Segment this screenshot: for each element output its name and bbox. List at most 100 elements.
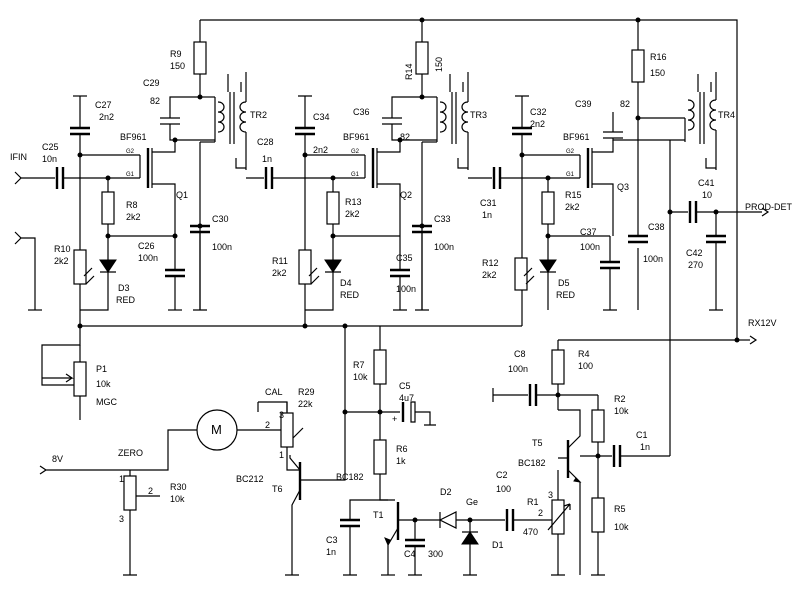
c28-ref: C28 [257, 137, 274, 147]
c5-ref: C5 [399, 381, 411, 391]
r11-value: 2k2 [272, 268, 287, 278]
c30-value: 100n [212, 242, 232, 252]
r15-value: 2k2 [565, 202, 580, 212]
r29-name: CAL [265, 387, 283, 397]
c30-ref: C30 [212, 214, 229, 224]
net-prod-det: PROD-DET [745, 202, 793, 212]
r12-value: 2k2 [482, 270, 497, 280]
r7-ref: R7 [353, 360, 365, 370]
c38-ref: C38 [648, 222, 665, 232]
r4-ref: R4 [578, 349, 590, 359]
t6-type: BC212 [236, 474, 264, 484]
c8-ref: C8 [514, 349, 526, 359]
r7-value: 10k [353, 372, 368, 382]
net-ifin: IFIN [10, 152, 27, 162]
r13-value: 2k2 [345, 209, 360, 219]
R1-body [551, 499, 565, 535]
R4-body [551, 349, 565, 385]
c41-value: 10 [702, 190, 712, 200]
r1-value: 470 [523, 527, 538, 537]
p1-ref: P1 [96, 364, 107, 374]
d2-value: Ge [466, 497, 478, 507]
c39-ref: C39 [575, 99, 592, 109]
r2-value: 10k [614, 406, 629, 416]
r12-ref: R12 [482, 258, 499, 268]
r30-ref: R30 [170, 482, 187, 492]
r1-ref: R1 [527, 497, 539, 507]
c28-value: 1n [262, 154, 272, 164]
c36-ref: C36 [353, 107, 370, 117]
c35-ref: C35 [396, 253, 413, 263]
d5-ref: D5 [558, 278, 570, 288]
R6-body [373, 439, 387, 475]
tr2-ref: TR2 [250, 110, 267, 120]
c2-value: 100 [496, 484, 511, 494]
R10-body [73, 249, 87, 285]
tr4-ref: TR4 [718, 110, 735, 120]
meter-circuit [39, 326, 740, 576]
q3-g1-pin: G1 [566, 172, 575, 178]
net-rx12v: RX12V [748, 318, 777, 328]
c33-value: 100n [434, 242, 454, 252]
c26-ref: C26 [138, 241, 155, 251]
t6-ref: T6 [272, 484, 283, 494]
r9-ref: R9 [170, 49, 182, 59]
q3-g2-pin: G2 [566, 149, 575, 155]
t5-type: BC182 [518, 458, 546, 468]
R5-body [591, 497, 605, 533]
r1-pin-3: 3 [548, 490, 553, 500]
r30-name: ZERO [118, 448, 143, 458]
R11-body [298, 249, 312, 285]
p1-value: 10k [96, 379, 111, 389]
r29-pin-1: 1 [279, 450, 284, 460]
c8-value: 100n [508, 364, 528, 374]
q2-ref: Q2 [400, 190, 412, 200]
R9-body [193, 41, 207, 75]
r30-pin-2: 2 [148, 486, 153, 496]
R7-body [373, 349, 387, 385]
net-8v: 8V [52, 454, 63, 464]
r6-ref: R6 [396, 444, 408, 454]
c1-value: 1n [640, 442, 650, 452]
c37-value: 100n [580, 242, 600, 252]
R15-body [541, 191, 555, 225]
c36-value: 82 [400, 132, 410, 142]
t1-ref: T1 [373, 510, 384, 520]
r29-pin-2: 2 [265, 420, 270, 430]
q1-ref: Q1 [176, 190, 188, 200]
c25-value: 10n [42, 154, 57, 164]
R13-body [326, 191, 340, 225]
q2-type: BF961 [343, 132, 370, 142]
r29-pin-3: 3 [279, 410, 284, 420]
c3-ref: C3 [326, 535, 338, 545]
c35-value: 100n [396, 284, 416, 294]
c31-ref: C31 [480, 198, 497, 208]
q1-type: BF961 [120, 132, 147, 142]
R12-body [514, 257, 528, 291]
stage-2 [295, 72, 580, 326]
d3-ref: D3 [118, 283, 130, 293]
stage-3 [512, 72, 770, 456]
c37-ref: C37 [580, 227, 597, 237]
r11-ref: R11 [272, 256, 288, 266]
c29-ref: C29 [143, 78, 160, 88]
c42-ref: C42 [686, 248, 703, 258]
r8-value: 2k2 [126, 212, 141, 222]
r30-value: 10k [170, 494, 185, 504]
c34-ref: C34 [313, 112, 330, 122]
c32-value: 2n2 [530, 119, 545, 129]
c42-value: 270 [688, 260, 703, 270]
r13-ref: R13 [345, 197, 362, 207]
R14-body [415, 41, 429, 75]
r30-pin-3: 3 [119, 514, 124, 524]
c32-ref: C32 [530, 107, 547, 117]
r10-ref: R10 [54, 244, 71, 254]
c4-ref: C4 [404, 549, 416, 559]
c1-ref: C1 [636, 430, 648, 440]
q1-g1-pin: G1 [126, 172, 135, 178]
p1-name: MGC [96, 397, 117, 407]
d4-ref: D4 [340, 278, 352, 288]
c26-value: 100n [138, 253, 158, 263]
q2-g1-pin: G1 [351, 172, 360, 178]
